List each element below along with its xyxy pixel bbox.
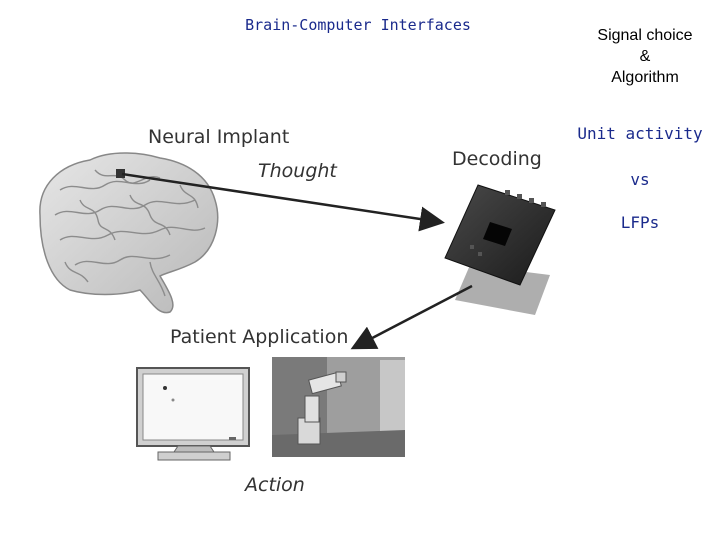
decoding-label: Decoding (452, 148, 542, 170)
thought-arrow (121, 172, 445, 232)
thought-label: Thought (258, 160, 337, 182)
output-arrow (350, 284, 473, 350)
neural-implant-label: Neural Implant (148, 126, 290, 148)
robot-arm-icon (297, 371, 347, 445)
algorithm-label: Algorithm (611, 69, 679, 86)
robot-arm-photo (272, 357, 405, 457)
vs-label: vs (630, 170, 650, 189)
action-label: Action (245, 474, 305, 496)
brain-icon (39, 152, 219, 314)
slide-title: Brain-Computer Interfaces (245, 16, 471, 34)
unit-activity-label: Unit activity (577, 124, 703, 143)
monitor-icon (136, 367, 250, 461)
signal-choice-text: Signal choice & Algorithm (580, 25, 710, 88)
patient-application-label: Patient Application (170, 326, 349, 348)
signal-choice-label: Signal choice (597, 27, 693, 44)
lfps-label: LFPs (620, 213, 660, 232)
decoding-chip-icon (444, 184, 556, 315)
ampersand-label: & (639, 48, 651, 65)
